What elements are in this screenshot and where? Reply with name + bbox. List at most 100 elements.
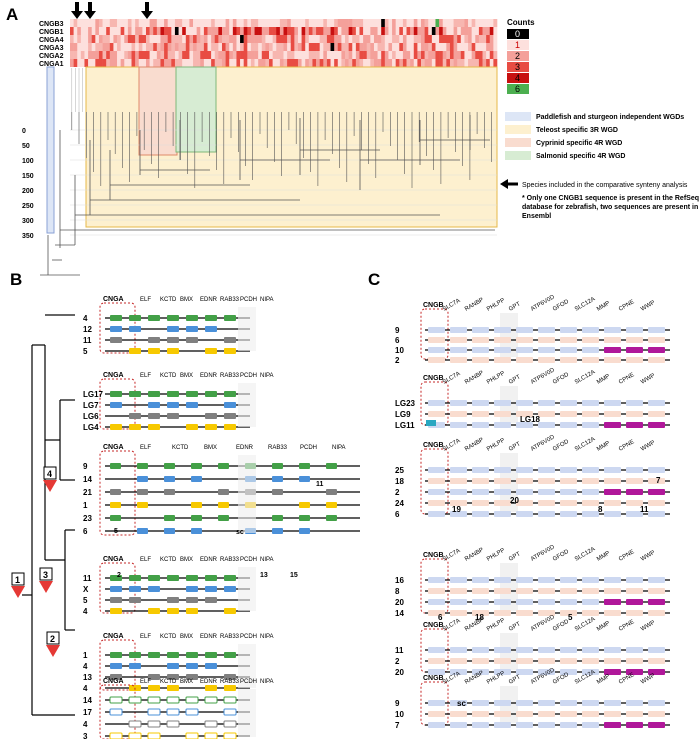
heatmap-cell (200, 59, 205, 67)
gene-box (224, 424, 236, 430)
gene-box (109, 708, 123, 716)
heatmap-cell (131, 51, 136, 59)
heatmap-cell (272, 59, 277, 67)
gene-box (494, 357, 511, 363)
heatmap-cell (203, 19, 208, 27)
heatmap-cell (373, 43, 378, 51)
species-arrow-shaft (75, 2, 79, 12)
gene-box (186, 424, 198, 430)
gene-box (560, 610, 577, 616)
heatmap-cell (413, 19, 418, 27)
gene-box (205, 597, 217, 603)
heatmap-cell (301, 51, 306, 59)
gene-box (166, 696, 180, 704)
wgd-marker-box (43, 466, 57, 480)
gene-box (582, 357, 599, 363)
heatmap-cell (341, 27, 346, 35)
heatmap-cell (77, 27, 82, 35)
gene-box (560, 467, 577, 473)
gene-box (326, 489, 337, 495)
time-axis-tick: 100 (22, 158, 34, 165)
heatmap-cell (185, 27, 190, 35)
gene-box (450, 357, 467, 363)
heatmap-cell (475, 35, 480, 43)
gene-box (472, 610, 489, 616)
extra-label: 18 (475, 613, 484, 622)
heatmap-cell (305, 27, 310, 35)
heatmap-cell (384, 43, 389, 51)
wgd-marker-label: 2 (50, 634, 55, 644)
gene-box (648, 467, 665, 473)
heatmap-cell (439, 27, 444, 35)
counts-swatch (507, 84, 529, 94)
wgd-legend: Paddlefish and sturgeon independent WGDs… (505, 112, 684, 160)
heatmap-cell (269, 59, 273, 67)
gene-box (185, 696, 199, 704)
gene-box (450, 347, 467, 353)
gene-box (538, 327, 555, 333)
heatmap-cell (377, 43, 382, 51)
heatmap-cell (247, 27, 252, 35)
heatmap-cell (232, 19, 237, 27)
heatmap-cell (160, 43, 165, 51)
gene-box (186, 597, 198, 603)
heatmap-cell (211, 27, 216, 35)
heatmap-cell (77, 35, 82, 43)
heatmap-cell (254, 59, 259, 67)
gene-box (516, 357, 533, 363)
gene-box (148, 337, 160, 343)
wgd-label: Salmonid specific 4R WGD (536, 153, 625, 160)
heatmap-cell (95, 59, 100, 67)
gene-box (560, 400, 577, 406)
heatmap-cell (135, 35, 140, 43)
extra-label: 20 (510, 496, 519, 505)
heatmap-cell (261, 43, 266, 51)
gene-box (560, 669, 577, 675)
gene-box (450, 500, 467, 506)
heatmap-cell (109, 27, 114, 35)
chromosome-label: 4 (83, 607, 88, 616)
heatmap-cell (156, 19, 161, 27)
heatmap-cell (196, 19, 201, 27)
heatmap-cell (156, 35, 161, 43)
gene-header: SLC7A (442, 371, 461, 386)
gene-box (428, 478, 445, 484)
gene-header: WWP (640, 620, 656, 633)
gene-box (186, 315, 198, 321)
heatmap-cell (243, 59, 248, 67)
cngb-block-outline (420, 381, 449, 426)
heatmap-cell (301, 43, 306, 51)
counts-label: 4 (515, 73, 520, 83)
panel-letter-a: A (6, 5, 18, 24)
heatmap-cell (489, 59, 494, 67)
gene-box (428, 357, 445, 363)
panel-letter-b: B (10, 270, 22, 289)
heatmap-cell (189, 51, 194, 59)
heatmap-cell (348, 19, 353, 27)
heatmap-cell (254, 27, 259, 35)
extra-label: 5 (114, 528, 118, 535)
heatmap-cell (449, 43, 454, 51)
heatmap-cell (174, 51, 179, 59)
gene-box (450, 422, 467, 428)
heatmap-cell (269, 51, 273, 59)
heatmap-cell (269, 43, 273, 51)
wgd-marker-label: 4 (47, 469, 52, 479)
gene-box (472, 411, 489, 417)
heatmap-cell (471, 27, 476, 35)
gene-header: RAB33 (220, 373, 240, 379)
gene-box (450, 658, 467, 664)
heatmap-cell (258, 51, 263, 59)
heatmap-cell (297, 43, 302, 51)
gene-box (604, 467, 621, 473)
heatmap-cell (164, 43, 168, 51)
heatmap-cell (185, 35, 190, 43)
gene-box (137, 476, 148, 482)
heatmap-cell (131, 43, 136, 51)
heatmap-cell (232, 59, 237, 67)
heatmap-cell (355, 43, 360, 51)
heatmap-cell (287, 35, 292, 43)
gene-box (191, 502, 202, 508)
gene-box (538, 711, 555, 717)
